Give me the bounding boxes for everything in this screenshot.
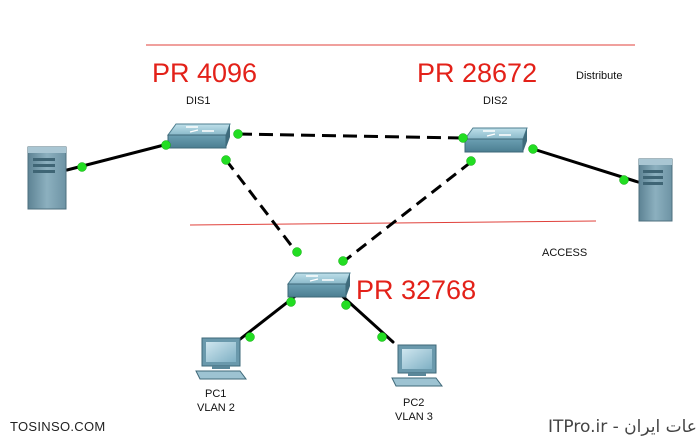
footer-site-tagline: وب سایت تخصصی فناوری اطلاعات ایران - ITP… <box>548 417 696 437</box>
server-left[interactable] <box>27 146 67 210</box>
dis2-name-label: DIS2 <box>483 95 507 107</box>
access-priority-label: PR 32768 <box>356 275 476 305</box>
link-dot <box>341 300 351 310</box>
server-right-body <box>638 158 673 222</box>
link-dot <box>466 156 476 166</box>
switch-access-front <box>287 283 347 298</box>
pc1-name-label: PC1 <box>205 388 226 400</box>
link-dis1-dis2-blocked <box>237 132 464 140</box>
switch-access[interactable] <box>287 272 351 298</box>
link-dot <box>528 144 538 154</box>
server-left-body <box>27 146 67 210</box>
switch-access-top <box>287 272 351 285</box>
link-dot <box>619 175 629 185</box>
pc2[interactable] <box>391 344 443 387</box>
pc1[interactable] <box>195 337 247 380</box>
switch-dis1-top <box>167 123 231 136</box>
server-right[interactable] <box>638 158 673 222</box>
link-dot <box>377 332 387 342</box>
link-dis2-access <box>342 160 472 264</box>
link-dot <box>292 247 302 257</box>
switch-dis1-front <box>167 134 227 149</box>
switch-dis1-side <box>226 124 230 148</box>
dis2-priority-label: PR 28672 <box>417 58 537 88</box>
link-dot <box>338 256 348 266</box>
pc1-keyboard <box>195 370 247 380</box>
dis1-name-label: DIS1 <box>186 95 210 107</box>
switch-dis2[interactable] <box>464 127 528 153</box>
switch-dis2-front <box>464 138 524 153</box>
server-right-top <box>639 159 672 165</box>
server-left-top <box>28 147 66 153</box>
link-dis1-access <box>224 159 299 254</box>
link-dot <box>245 332 255 342</box>
switch-dis2-top <box>464 127 528 140</box>
link-status-dots <box>77 129 629 342</box>
link-dot <box>286 297 296 307</box>
pc2-name-label: PC2 <box>403 397 424 409</box>
link-dot <box>161 140 171 150</box>
switch-access-side <box>346 273 350 297</box>
switch-dis1[interactable] <box>167 123 231 149</box>
footer-site-name: TOSINSO.COM <box>10 419 106 434</box>
pc2-screen <box>402 349 432 369</box>
link-dot <box>221 155 231 165</box>
dis1-priority-label: PR 4096 <box>152 58 257 88</box>
pc2-vlan-label: VLAN 3 <box>395 411 433 423</box>
pc1-vlan-label: VLAN 2 <box>197 402 235 414</box>
access-layer-label: ACCESS <box>542 247 587 259</box>
pc2-keyboard <box>391 377 443 387</box>
link-dot <box>77 162 87 172</box>
switch-dis2-side <box>523 128 527 152</box>
pc1-screen <box>206 342 236 362</box>
link-dis2-server-right <box>528 146 640 184</box>
link-dot <box>458 133 468 143</box>
link-dot <box>233 129 243 139</box>
links <box>65 132 640 344</box>
distribute-layer-label: Distribute <box>576 70 622 82</box>
